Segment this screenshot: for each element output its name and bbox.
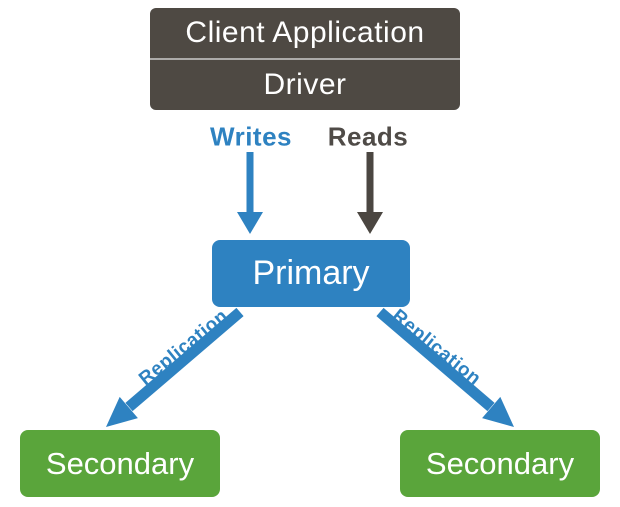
primary-node-label: Primary <box>252 254 370 292</box>
reads-arrow-head <box>357 212 383 234</box>
secondary-node-right: Secondary <box>400 430 600 497</box>
secondary-node-left-label: Secondary <box>45 445 195 481</box>
secondary-node-left: Secondary <box>20 430 220 497</box>
writes-label: Writes <box>210 121 292 152</box>
secondary-node-right-label: Secondary <box>425 445 575 481</box>
replication-arrow-right-head <box>482 396 514 427</box>
primary-node: Primary <box>212 240 410 307</box>
reads-label: Reads <box>327 121 409 152</box>
driver-label: Driver <box>263 68 347 101</box>
client-application-box: Client Application Driver <box>150 8 460 110</box>
writes-arrow-head <box>237 212 263 234</box>
replication-label-right: Replication <box>387 305 485 390</box>
replication-label-left: Replication <box>135 305 233 390</box>
replication-arrow-left-head <box>106 396 138 427</box>
reads-arrow <box>357 152 383 234</box>
client-driver-divider <box>150 58 460 60</box>
writes-arrow <box>237 152 263 234</box>
client-application-label: Client Application <box>185 16 425 49</box>
